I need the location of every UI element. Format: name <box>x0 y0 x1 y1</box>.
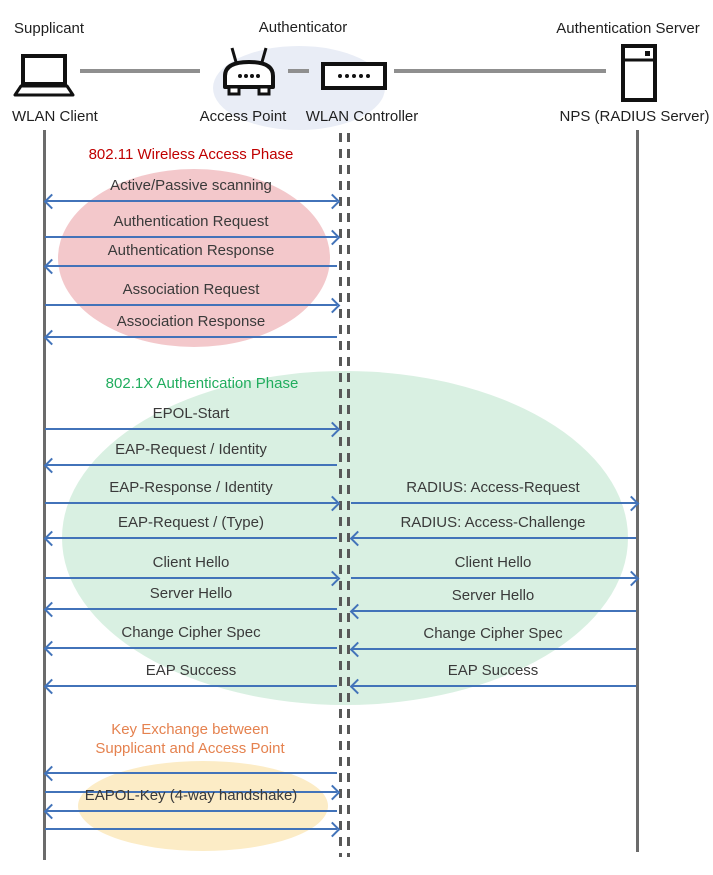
message-arrow-line <box>45 577 337 580</box>
arrow-head-left-icon <box>43 329 60 346</box>
arrow-head-left-icon <box>43 678 60 695</box>
arrow-head-left-icon <box>349 530 366 547</box>
phase1-ellipse <box>58 169 330 347</box>
message-arrow-line <box>45 200 337 203</box>
message-arrow-line <box>351 648 636 651</box>
arrow-head-left-icon <box>43 765 60 782</box>
message-label: Client Hello <box>152 554 230 571</box>
message-arrow-line <box>45 265 337 268</box>
message-label: Server Hello <box>149 585 233 602</box>
arrow-head-right-icon <box>324 821 341 838</box>
role-authenticator-label: Authenticator <box>258 19 348 36</box>
message-arrow-line <box>351 502 636 505</box>
message-label: RADIUS: Access-Request <box>406 479 580 496</box>
message-arrow-line <box>351 537 636 540</box>
message-arrow-line <box>45 608 337 611</box>
arrow-head-left-icon <box>349 603 366 620</box>
connector-controller-server <box>394 69 606 73</box>
message-label: EPOL-Start <box>152 405 230 422</box>
message-label: Association Response <box>116 313 266 330</box>
message-arrow-line <box>45 828 337 831</box>
message-label: EAP-Request / Identity <box>115 441 267 458</box>
message-label: EAP-Request / (Type) <box>118 514 264 531</box>
message-arrow-line <box>45 685 337 688</box>
arrow-head-right-icon <box>324 193 341 210</box>
message-arrow-line <box>45 502 337 505</box>
message-arrow-line <box>45 304 337 307</box>
phase3-ellipse <box>78 761 328 851</box>
arrow-head-left-icon <box>43 640 60 657</box>
phase2-title: 802.1X Authentication Phase <box>105 375 299 392</box>
arrow-head-left-icon <box>349 641 366 658</box>
nps-label: NPS (RADIUS Server) <box>559 108 710 125</box>
message-arrow-line <box>45 428 337 431</box>
message-label: Server Hello <box>451 587 535 604</box>
message-label: Active/Passive scanning <box>110 177 272 194</box>
arrow-head-right-icon <box>623 495 640 512</box>
message-label: Client Hello <box>454 554 532 571</box>
connector-client-ap <box>80 69 200 73</box>
wlan-controller-icon <box>321 62 387 90</box>
access-point-icon <box>219 46 279 98</box>
message-label: EAP Success <box>447 662 539 679</box>
arrow-head-left-icon <box>43 457 60 474</box>
arrow-head-right-icon <box>324 421 341 438</box>
access-point-label: Access Point <box>199 108 287 125</box>
wlan-client-label: WLAN Client <box>12 108 98 125</box>
message-label: EAP-Response / Identity <box>109 479 273 496</box>
connector-ap-controller <box>288 69 309 73</box>
message-arrow-line <box>351 685 636 688</box>
client-lifeline <box>43 130 46 860</box>
message-arrow-line <box>45 647 337 650</box>
message-label: Authentication Response <box>107 242 275 259</box>
message-label: Authentication Request <box>113 213 269 230</box>
phase3-title-line1: Key Exchange between <box>111 721 269 738</box>
server-lifeline <box>636 130 639 852</box>
arrow-head-left-icon <box>349 678 366 695</box>
wlan-controller-label: WLAN Controller <box>305 108 419 125</box>
message-label: EAPOL-Key (4-way handshake) <box>84 787 298 804</box>
arrow-head-left-icon <box>43 601 60 618</box>
message-label: RADIUS: Access-Challenge <box>400 514 586 531</box>
arrow-head-right-icon <box>324 297 341 314</box>
phase3-title-line2: Supplicant and Access Point <box>95 740 285 757</box>
message-arrow-line <box>45 810 337 813</box>
message-label: EAP Success <box>145 662 237 679</box>
controller-lifeline-left <box>339 133 342 857</box>
arrow-head-right-icon <box>324 495 341 512</box>
message-label: Change Cipher Spec <box>121 624 261 641</box>
message-label: Change Cipher Spec <box>423 625 563 642</box>
message-arrow-line <box>45 791 337 794</box>
role-supplicant-label: Supplicant <box>14 20 85 37</box>
message-arrow-line <box>351 577 636 580</box>
arrow-head-left-icon <box>43 530 60 547</box>
arrow-head-left-icon <box>43 193 60 210</box>
arrow-head-left-icon <box>43 258 60 275</box>
arrow-head-left-icon <box>43 803 60 820</box>
phase1-title: 802.11 Wireless Access Phase <box>88 146 294 163</box>
message-label: Association Request <box>122 281 260 298</box>
message-arrow-line <box>45 336 337 339</box>
arrow-head-right-icon <box>324 570 341 587</box>
message-arrow-line <box>45 772 337 775</box>
controller-lifeline-right <box>347 133 350 857</box>
message-arrow-line <box>45 464 337 467</box>
arrow-head-right-icon <box>623 570 640 587</box>
laptop-icon <box>12 54 76 98</box>
message-arrow-line <box>45 537 337 540</box>
server-icon <box>621 44 657 102</box>
message-arrow-line <box>45 236 337 239</box>
role-auth-server-label: Authentication Server <box>556 20 700 37</box>
message-arrow-line <box>351 610 636 613</box>
